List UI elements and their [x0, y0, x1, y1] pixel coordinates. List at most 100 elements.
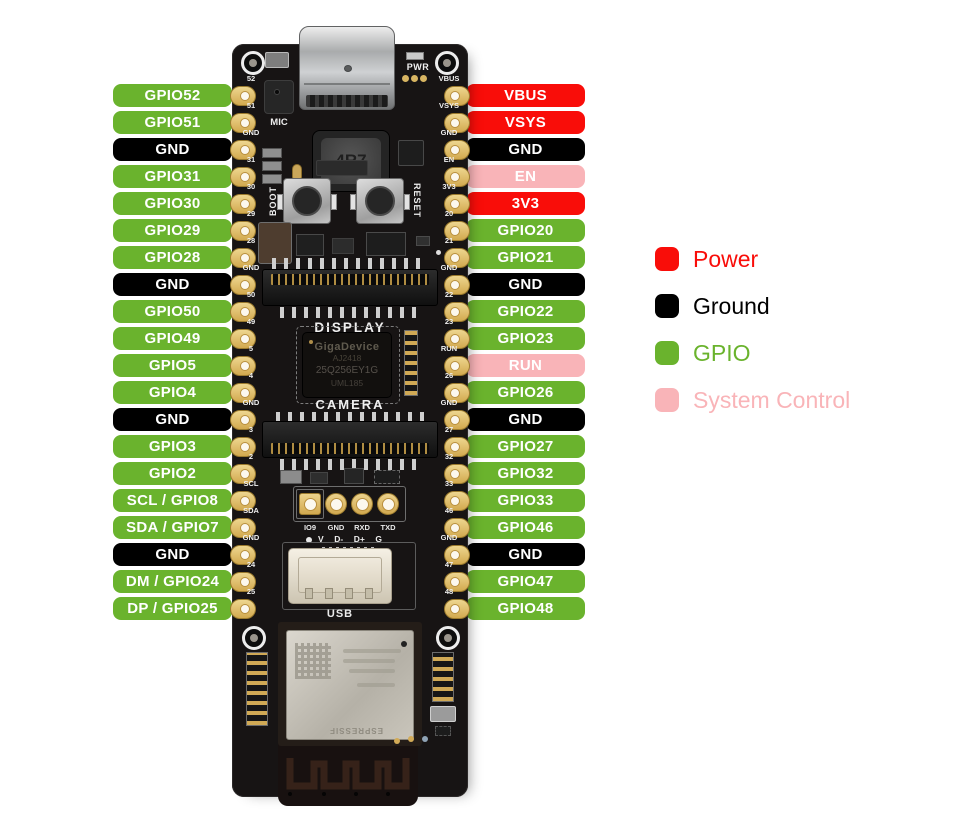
- pin-hole: [450, 279, 460, 290]
- pad-strip: [432, 652, 454, 702]
- pin-label-right-3: GND: [466, 138, 585, 161]
- mounting-hole: [436, 626, 460, 650]
- castellated-pin-right-9: [444, 301, 470, 322]
- pin-hole: [450, 549, 460, 560]
- jst-silk-outline: [282, 542, 416, 610]
- castellated-pin-right-15: [444, 463, 470, 484]
- pin-hole: [450, 306, 460, 317]
- castellated-pin-left-6: [230, 220, 256, 241]
- castellated-pin-right-8: [444, 274, 470, 295]
- castellated-pin-right-5: [444, 193, 470, 214]
- pin-label-left-11: GPIO5: [113, 354, 232, 377]
- pin-hole: [240, 441, 250, 452]
- pin-hole: [450, 603, 460, 614]
- legend-swatch-gpio: [655, 341, 679, 365]
- pin-label-left-20: DP / GPIO25: [113, 597, 232, 620]
- pin-silk-left-19: 24: [246, 560, 256, 569]
- mounting-hole: [241, 51, 265, 75]
- small-ic: [344, 468, 364, 484]
- pin-silk-right-15: 32: [444, 452, 454, 461]
- castellated-pin-right-16: [444, 490, 470, 511]
- uart-pad-label-TXD: TXD: [380, 523, 396, 532]
- test-pad: [411, 75, 418, 82]
- pin-label-right-15: GPIO32: [466, 462, 585, 485]
- chip-marking: AJ2418: [332, 353, 362, 363]
- pin-hole: [240, 306, 250, 317]
- castellated-pin-left-11: [230, 355, 256, 376]
- usb-header-label-D+: D+: [353, 534, 365, 544]
- usb-c-pin-detail: [344, 65, 352, 72]
- pin-hole: [240, 144, 250, 155]
- legend-row-system: System Control: [655, 387, 850, 413]
- module-brand-label: ESPRESSIF: [329, 726, 383, 735]
- castellated-pin-left-5: [230, 193, 256, 214]
- usb-c-pins: [306, 95, 388, 107]
- fpc-pins: [280, 307, 420, 318]
- pin-hole: [240, 414, 250, 425]
- pin-hole: [450, 495, 460, 506]
- uart-pad1-outline: [296, 489, 324, 519]
- fpc-pins: [272, 258, 428, 269]
- legend-label-ground: Ground: [693, 293, 770, 319]
- pin-label-left-18: GND: [113, 543, 232, 566]
- castellated-pin-right-18: [444, 544, 470, 565]
- pin-label-left-7: GPIO28: [113, 246, 232, 269]
- pin-hole: [450, 414, 460, 425]
- small-component: [265, 52, 289, 68]
- uart-header-outline: [293, 486, 406, 522]
- pin-silk-left-13: GND: [242, 398, 260, 407]
- pin-hole: [240, 117, 250, 128]
- via: [422, 736, 428, 742]
- castellated-pin-right-19: [444, 571, 470, 592]
- castellated-pin-left-8: [230, 274, 256, 295]
- small-component: [310, 472, 328, 484]
- pin-hole: [240, 387, 250, 398]
- uart-pad-label-RXD: RXD: [354, 523, 370, 532]
- mic-silk-label: MIC: [270, 117, 288, 128]
- castellated-pin-left-12: [230, 382, 256, 403]
- usb-header-label-G: G: [375, 534, 382, 544]
- pin-silk-right-16: 33: [444, 479, 454, 488]
- chip-silk-outline: [296, 326, 400, 404]
- resistor: [262, 174, 282, 184]
- pin-label-left-10: GPIO49: [113, 327, 232, 350]
- pin-hole: [450, 225, 460, 236]
- capacitor: [258, 222, 292, 264]
- uart-pad-GND: [325, 493, 347, 515]
- pin-hole: [450, 522, 460, 533]
- castellated-pin-left-18: [230, 544, 256, 565]
- microphone: [264, 80, 294, 114]
- castellated-pin-left-20: [230, 598, 256, 619]
- castellated-pin-left-16: [230, 490, 256, 511]
- legend-swatch-power: [655, 247, 679, 271]
- pin-hole: [240, 522, 250, 533]
- pin-label-right-18: GND: [466, 543, 585, 566]
- pin-silk-right-3: GND: [440, 128, 458, 137]
- reset-button: [350, 178, 410, 224]
- pad-strip: [404, 330, 418, 396]
- pin-label-left-9: GPIO50: [113, 300, 232, 323]
- uart-pad-label-GND: GND: [327, 523, 345, 532]
- pin-silk-right-11: RUN: [440, 344, 458, 353]
- gold-pad: [394, 738, 400, 744]
- transistor: [366, 232, 406, 256]
- castellated-pin-right-7: [444, 247, 470, 268]
- pin-silk-left-12: 4: [248, 371, 254, 380]
- small-component: [416, 236, 430, 246]
- pin-hole: [240, 360, 250, 371]
- legend-label-gpio: GPIO: [693, 340, 751, 366]
- pin-label-left-13: GND: [113, 408, 232, 431]
- pin-label-right-1: VBUS: [466, 84, 585, 107]
- pin-label-right-7: GPIO21: [466, 246, 585, 269]
- camera-silk-label: CAMERA: [315, 397, 385, 412]
- pin-hole: [240, 225, 250, 236]
- pin-hole: [240, 333, 250, 344]
- castellated-pin-right-17: [444, 517, 470, 538]
- pin-silk-right-13: GND: [440, 398, 458, 407]
- legend-row-power: Power: [655, 246, 758, 272]
- pin-silk-left-1: 52: [246, 74, 256, 83]
- pin-hole: [240, 549, 250, 560]
- castellated-pin-left-13: [230, 409, 256, 430]
